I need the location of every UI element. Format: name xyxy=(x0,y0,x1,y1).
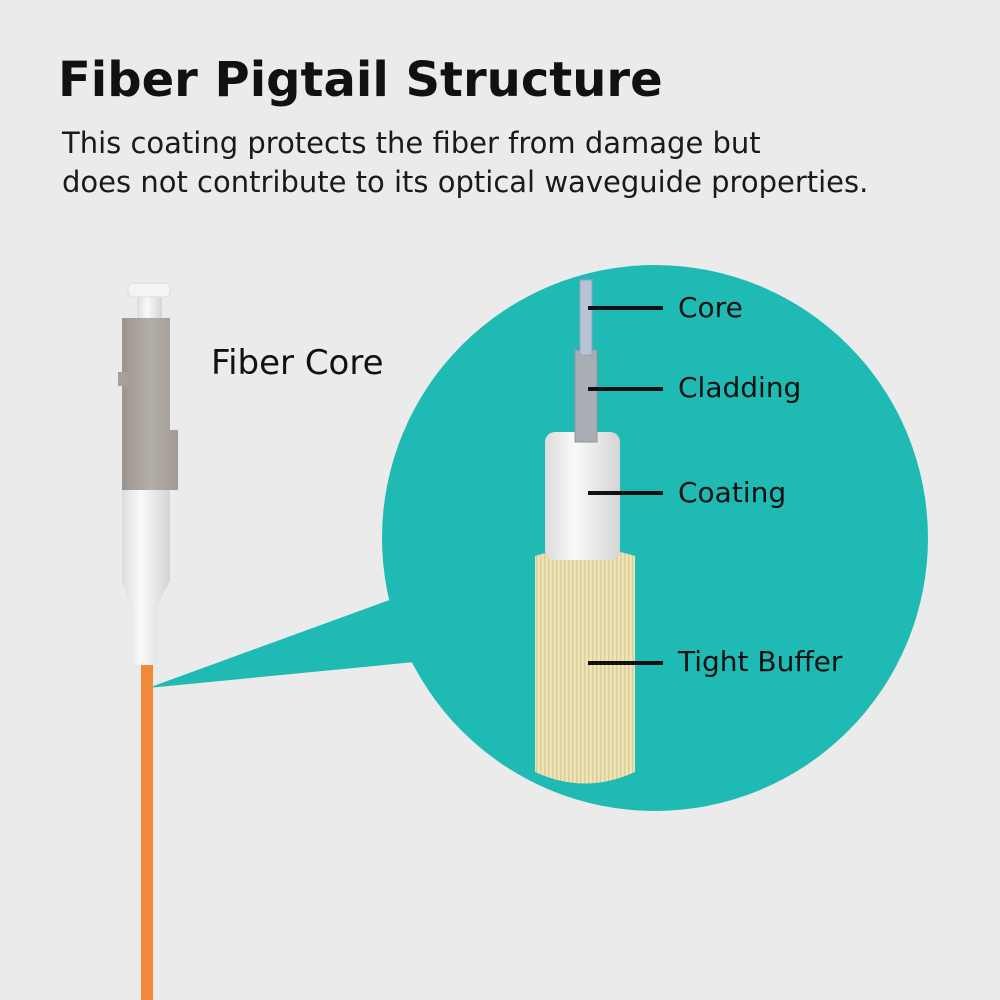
label-core: Core xyxy=(678,291,743,324)
lc-connector xyxy=(118,282,178,1000)
leader-lines xyxy=(588,306,663,665)
connector-body xyxy=(122,318,178,490)
page-title: Fiber Pigtail Structure xyxy=(58,52,663,108)
subtitle: This coating protects the fiber from dam… xyxy=(62,124,982,202)
core-layer xyxy=(579,279,593,356)
connector-boot xyxy=(122,487,170,665)
coating-layer xyxy=(545,432,620,560)
subtitle-line: This coating protects the fiber from dam… xyxy=(62,126,761,160)
magnifier-callout xyxy=(148,265,928,811)
fiber-cross-section xyxy=(535,279,635,784)
label-coating: Coating xyxy=(678,476,787,509)
label-cladding: Cladding xyxy=(678,371,802,404)
fiber-core-label: Fiber Core xyxy=(211,343,384,383)
orange-fiber xyxy=(141,660,153,1000)
label-tight-buffer: Tight Buffer xyxy=(678,645,843,678)
tight-buffer-layer xyxy=(535,548,635,784)
subtitle-line: does not contribute to its optical waveg… xyxy=(62,165,869,199)
cladding-layer xyxy=(574,349,598,443)
